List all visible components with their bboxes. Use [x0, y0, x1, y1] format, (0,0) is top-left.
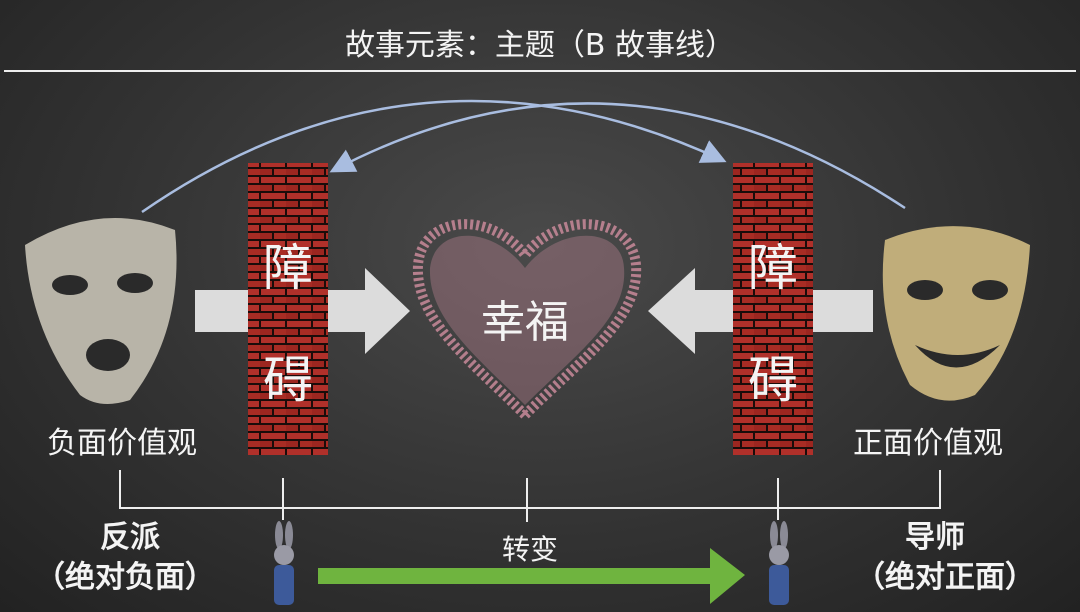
slide-title: 故事元素：主题（B 故事线） — [344, 28, 736, 63]
rabbit-character-right — [769, 521, 789, 605]
antagonist-sub: （绝对负面） — [35, 560, 215, 595]
sad-mask-icon — [25, 218, 177, 404]
green-transformation-arrow — [318, 548, 745, 604]
wall-right-char-2: 碍 — [748, 351, 798, 409]
bracket-lines — [119, 470, 941, 522]
gray-bar-right — [813, 290, 873, 332]
center-happiness: 幸福 — [481, 297, 569, 348]
mentor-sub: （绝对正面） — [855, 560, 1035, 595]
brick-wall-right — [733, 163, 813, 455]
wall-left-char-1: 障 — [263, 239, 313, 297]
antagonist-label: 反派 — [100, 520, 160, 555]
left-value-label: 负面价值观 — [47, 426, 197, 461]
arc-right-to-left — [329, 102, 906, 210]
right-value-label: 正面价值观 — [853, 426, 1003, 461]
change-label: 转变 — [501, 533, 559, 566]
arc-left-to-right — [141, 99, 727, 214]
arrow-left-icon — [648, 268, 733, 354]
rabbit-character-left — [274, 521, 294, 605]
happy-mask-icon — [882, 226, 1030, 401]
mentor-label: 导师 — [905, 520, 965, 555]
brick-wall-left — [248, 163, 328, 455]
gray-bar-left — [195, 290, 250, 332]
wall-left-char-2: 碍 — [263, 351, 313, 409]
wall-right-char-1: 障 — [748, 239, 798, 297]
arrow-right-icon — [328, 268, 410, 354]
